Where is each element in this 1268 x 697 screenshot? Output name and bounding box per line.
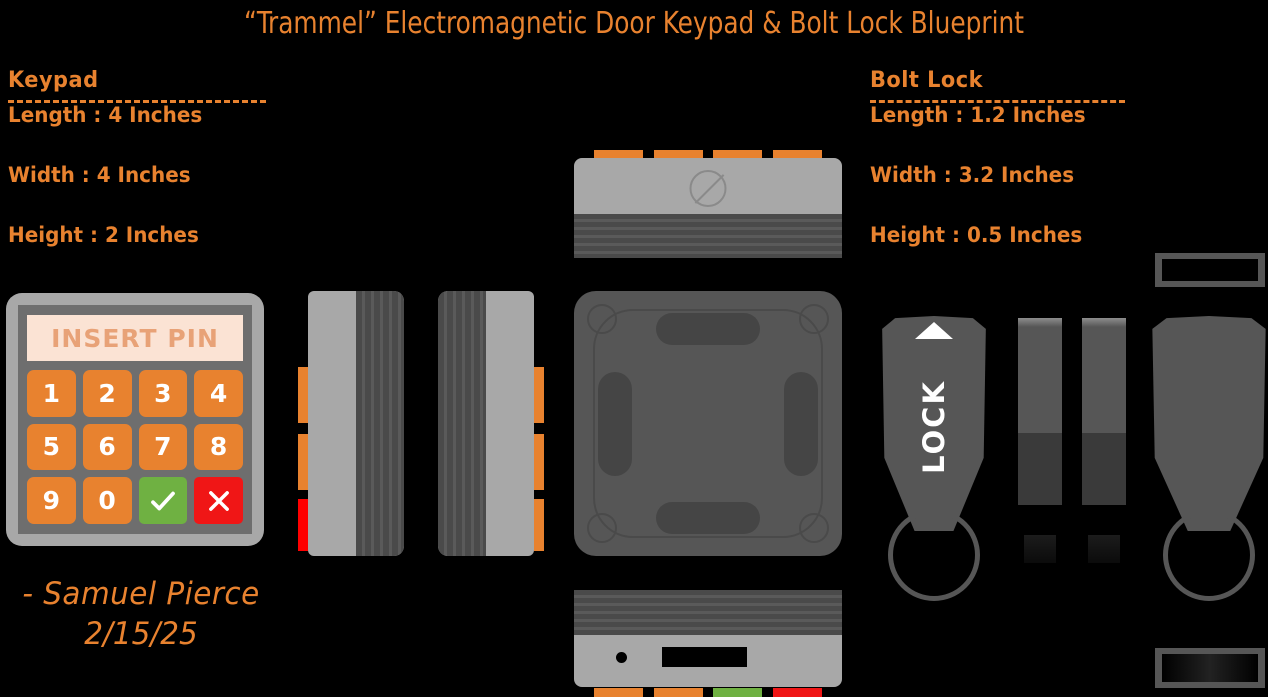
keypad-spec-divider	[8, 100, 266, 103]
cancel-button[interactable]	[194, 477, 243, 524]
bolt-lock-side-bar-right	[1082, 318, 1126, 563]
strike-plate-top-cutout	[1162, 259, 1258, 281]
bolt-lock-back-body	[1152, 316, 1266, 531]
bottom-tab-2	[653, 688, 703, 697]
signature-date: 2/15/25	[84, 616, 198, 652]
back-plate-screw-hole-bl	[587, 513, 617, 543]
bolt-lock-front-view: LOCK	[880, 316, 988, 601]
keypad-bottom-view	[574, 590, 842, 687]
boltlock-spec-height: Height : 0.5 Inches	[870, 223, 1083, 247]
strike-plate-bottom	[1155, 648, 1265, 688]
page-title: “Trammel” Electromagnetic Door Keypad & …	[244, 6, 1024, 41]
back-plate-slot-bottom	[656, 502, 760, 534]
bolt-lock-side-bar-left	[1018, 318, 1062, 563]
bottom-view-ribs	[574, 590, 842, 635]
keypad-back-plate-view	[574, 291, 842, 556]
key-0[interactable]: 0	[82, 477, 132, 524]
strike-plate-bottom-cutout	[1162, 654, 1258, 682]
check-icon	[148, 486, 178, 516]
top-view-tabs	[574, 150, 842, 159]
confirm-button[interactable]	[138, 477, 188, 524]
side-edge-tab-3	[298, 499, 308, 551]
bolt-bar-foot-2	[1085, 505, 1123, 563]
side-ribs-left	[356, 291, 404, 556]
key-4[interactable]: 4	[194, 370, 243, 417]
key-3[interactable]: 3	[138, 370, 188, 417]
back-plate-screw-hole-tr	[799, 304, 829, 334]
boltlock-spec-divider	[870, 100, 1125, 103]
bottom-view-tabs	[574, 688, 842, 697]
back-plate-screw-hole-br	[799, 513, 829, 543]
signature-block: - Samuel Pierce 2/15/25	[6, 576, 276, 652]
bolt-lock-label: LOCK	[916, 379, 951, 474]
back-plate-slot-left	[598, 371, 632, 476]
keypad-side-view-left	[298, 291, 404, 556]
back-plate-slot-right	[784, 371, 818, 476]
keypad-keygrid: 1 2 3 4 5 6 7 8 9 0	[27, 370, 243, 524]
keypad-spec-block: Keypad Length : 4 Inches Width : 4 Inche…	[8, 68, 266, 247]
key-7[interactable]: 7	[138, 423, 188, 471]
top-tab-1	[594, 150, 643, 159]
keypad-display: INSERT PIN	[27, 315, 243, 361]
bottom-tab-3	[713, 688, 763, 697]
side-edge-tab-1	[298, 367, 308, 423]
top-tab-4	[772, 150, 822, 159]
bolt-bar-lower-1	[1018, 433, 1062, 505]
keypad-front-view: INSERT PIN 1 2 3 4 5 6 7 8 9 0	[6, 293, 264, 546]
keypad-spec-heading: Keypad	[8, 68, 99, 93]
keypad-top-view	[574, 158, 842, 258]
boltlock-spec-width: Width : 3.2 Inches	[870, 163, 1075, 187]
strike-plate-top	[1155, 253, 1265, 287]
indicator-dot-icon	[616, 652, 627, 663]
back-plate-outline	[593, 309, 823, 538]
port-slot	[662, 647, 747, 667]
side-body-left	[308, 291, 404, 556]
bolt-lock-back-ring	[1163, 509, 1255, 601]
bolt-bar-upper-2	[1082, 318, 1126, 433]
key-8[interactable]: 8	[194, 423, 243, 471]
keypad-panel: INSERT PIN 1 2 3 4 5 6 7 8 9 0	[18, 305, 252, 534]
key-5[interactable]: 5	[27, 423, 76, 471]
bolt-bar-upper-1	[1018, 318, 1062, 433]
key-6[interactable]: 6	[82, 423, 132, 471]
bolt-lock-ring	[888, 509, 980, 601]
key-2[interactable]: 2	[82, 370, 132, 417]
boltlock-spec-length: Length : 1.2 Inches	[870, 103, 1086, 127]
keypad-side-view-right	[438, 291, 544, 556]
key-1[interactable]: 1	[27, 370, 76, 417]
bolt-bar-foot-1	[1021, 505, 1059, 563]
top-tab-2	[653, 150, 703, 159]
top-view-ribs	[574, 214, 842, 258]
bolt-lock-label-wrap: LOCK	[880, 316, 988, 531]
side-body-right	[438, 291, 534, 556]
back-plate-screw-hole-tl	[587, 304, 617, 334]
arrow-up-icon	[915, 322, 953, 339]
boltlock-spec-block: Bolt Lock Length : 1.2 Inches Width : 3.…	[870, 68, 1125, 247]
bolt-bar-lower-2	[1082, 433, 1126, 505]
bottom-tab-4	[772, 688, 822, 697]
keypad-spec-length: Length : 4 Inches	[8, 103, 203, 127]
side-edge-tab-2	[298, 434, 308, 490]
no-entry-screw-icon	[689, 170, 727, 207]
bolt-lock-back-view	[1150, 316, 1268, 601]
side-edge-tab-4	[534, 367, 544, 423]
keypad-spec-width: Width : 4 Inches	[8, 163, 191, 187]
back-plate-slot-top	[656, 313, 760, 345]
bottom-tab-1	[594, 688, 643, 697]
top-tab-3	[713, 150, 763, 159]
signature-name: - Samuel Pierce	[22, 576, 260, 612]
keypad-spec-height: Height : 2 Inches	[8, 223, 199, 247]
key-9[interactable]: 9	[27, 477, 76, 524]
close-icon	[205, 487, 233, 515]
side-edge-tab-6	[534, 499, 544, 551]
boltlock-spec-heading: Bolt Lock	[870, 68, 983, 93]
side-ribs-right	[438, 291, 486, 556]
side-edge-tab-5	[534, 434, 544, 490]
